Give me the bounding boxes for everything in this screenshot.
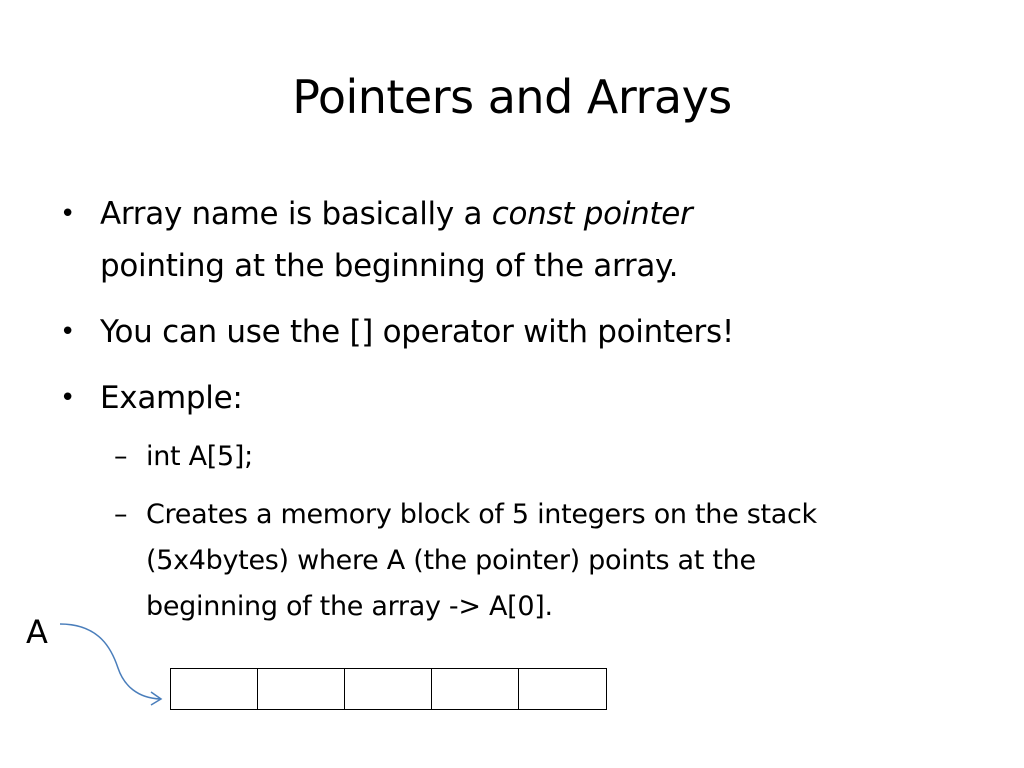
memory-cell (345, 669, 432, 709)
code-text: int A[5]; (146, 441, 253, 472)
memory-cell (171, 669, 258, 709)
sub-bullet-line: beginning of the array -> A[0]. (146, 591, 553, 622)
bullet-text: Example: (100, 380, 243, 416)
bullet-marker: • (60, 383, 76, 413)
arrow-curve (59, 623, 161, 700)
sub-bullet-declaration: – int A[5]; (60, 434, 990, 480)
sub-bullet-marker: – (114, 441, 128, 472)
bullet-text: Array name is basically a (100, 196, 492, 232)
memory-block (170, 668, 607, 710)
pointer-label: A (26, 613, 48, 651)
sub-bullet-explanation: – Creates a memory block of 5 integers o… (60, 492, 990, 630)
bullet-marker: • (60, 317, 76, 347)
memory-cell (258, 669, 345, 709)
slide-body: • Array name is basically a const pointe… (60, 186, 990, 630)
memory-cell (432, 669, 519, 709)
sub-bullet-marker: – (114, 499, 128, 530)
emphasis-text: const pointer (491, 196, 693, 232)
slide-title: Pointers and Arrays (292, 70, 732, 124)
bullet-line: pointing at the beginning of the array. (100, 248, 679, 284)
bullet-example: • Example: (60, 370, 990, 426)
bullet-text: You can use the [] operator with pointer… (100, 314, 734, 350)
memory-cell (519, 669, 606, 709)
bullet-operator: • You can use the [] operator with point… (60, 304, 990, 360)
bullet-marker: • (60, 199, 76, 229)
bullet-line: Array name is basically a const pointer (100, 186, 990, 242)
arrow-head (150, 691, 163, 706)
sub-bullet-line: Creates a memory block of 5 integers on … (146, 499, 817, 530)
bullet-array-name: • Array name is basically a const pointe… (60, 186, 990, 294)
sub-bullet-line: (5x4bytes) where A (the pointer) points … (146, 545, 756, 576)
